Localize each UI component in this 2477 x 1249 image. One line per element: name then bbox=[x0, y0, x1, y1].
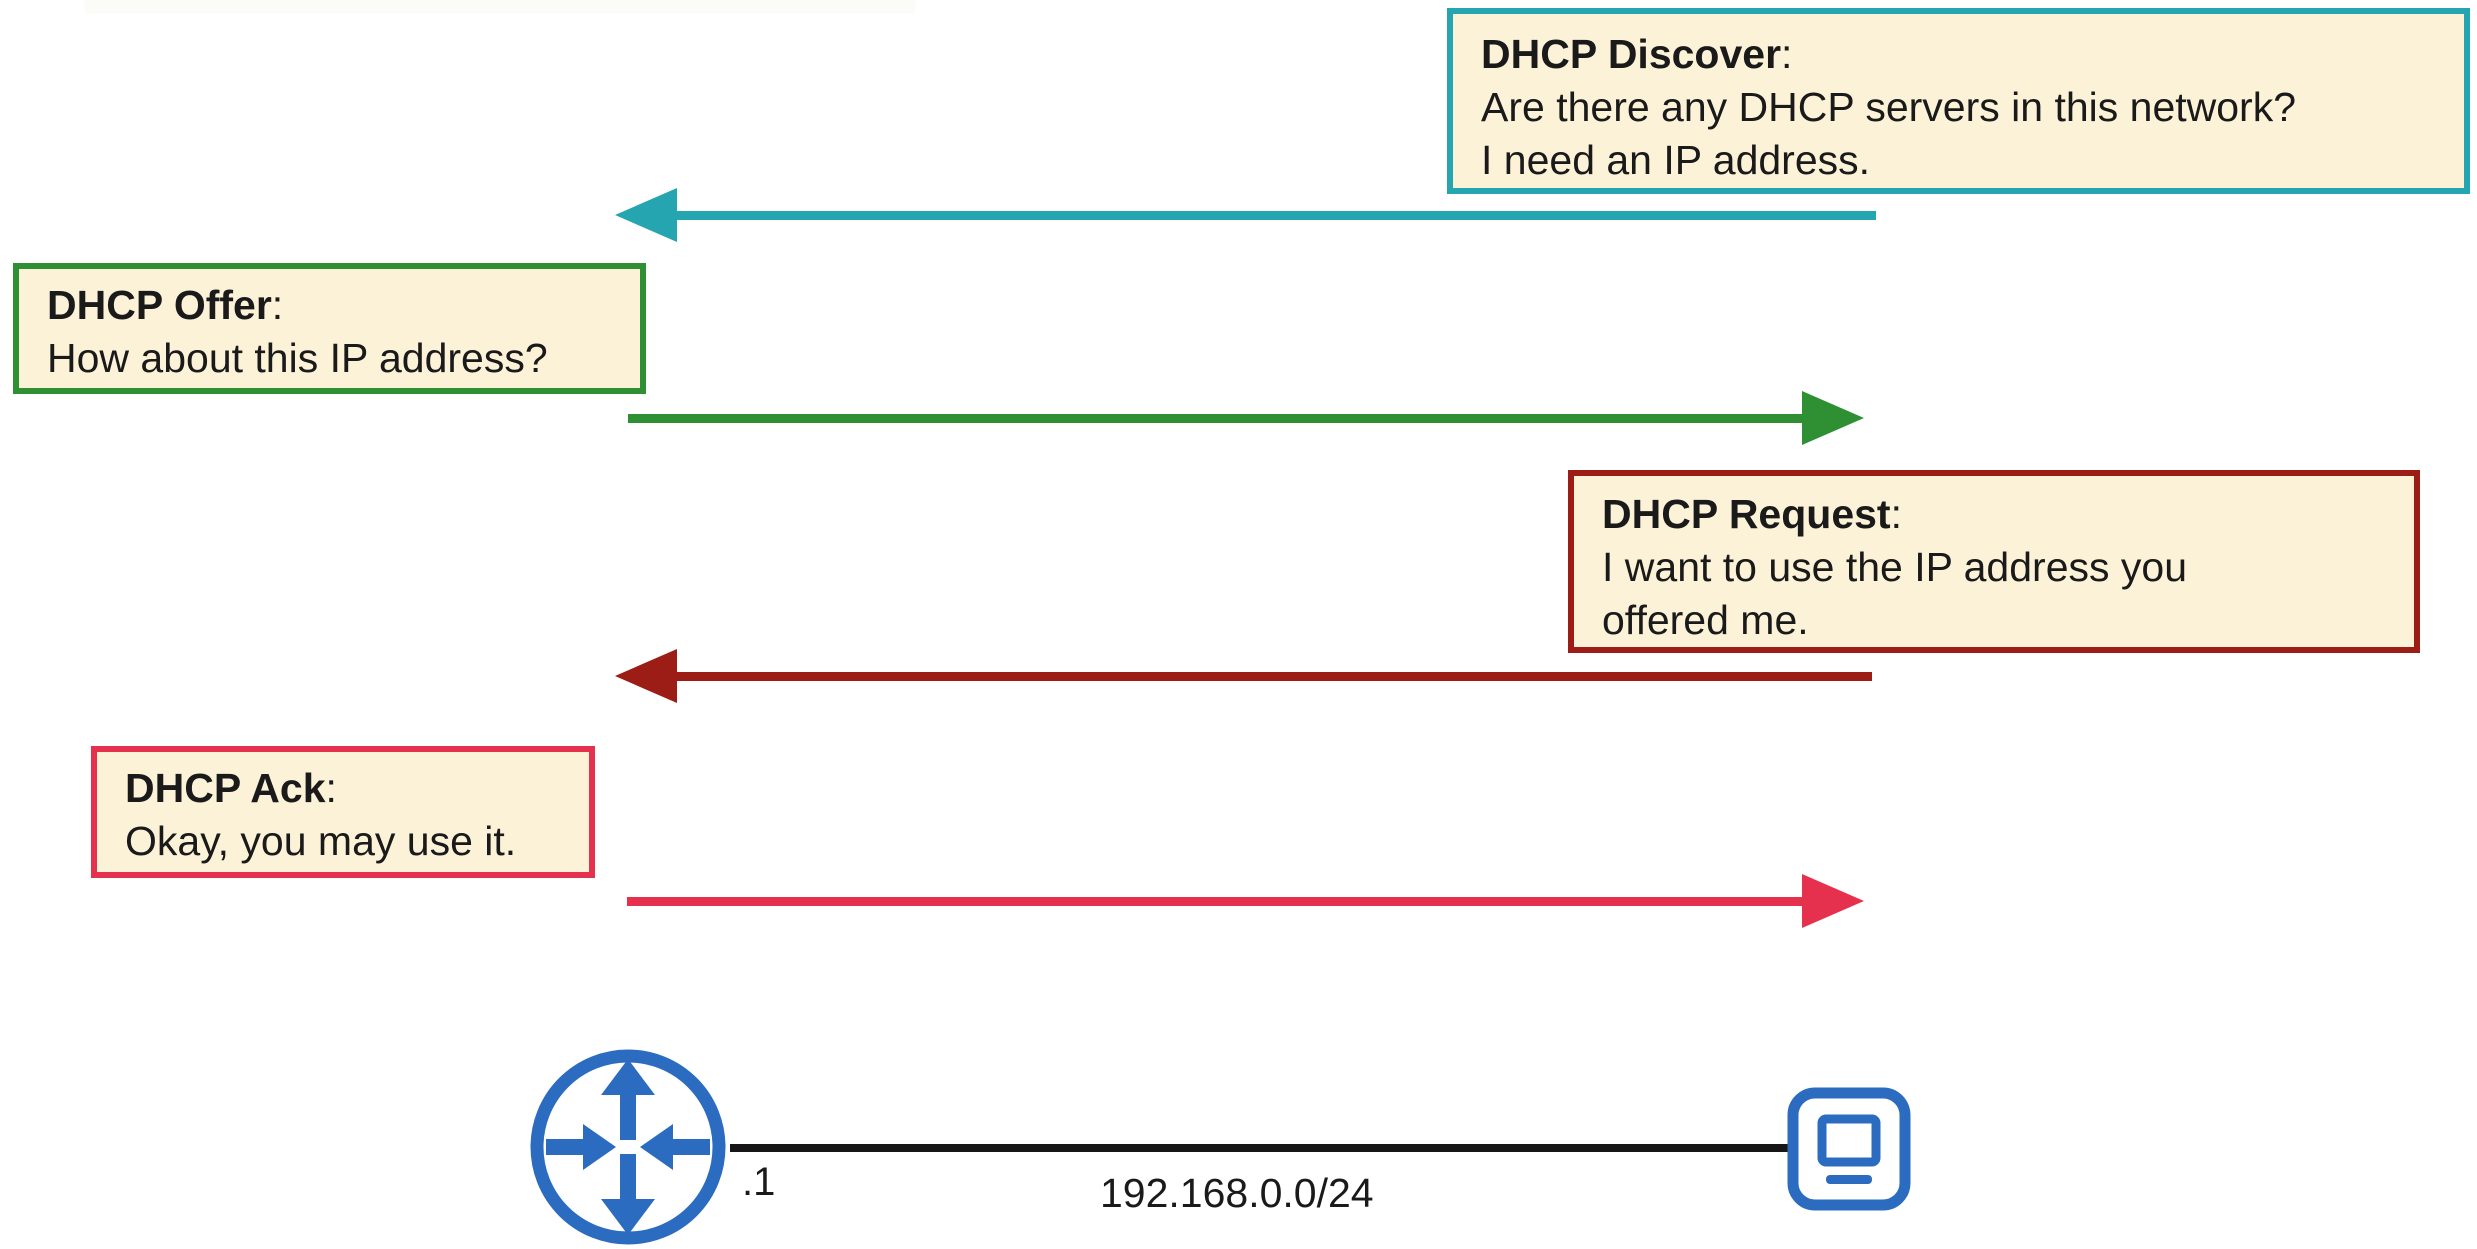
dhcp-ack-callout: DHCP Ack: Okay, you may use it. bbox=[91, 746, 595, 878]
callout-title: DHCP Discover: bbox=[1481, 28, 2464, 81]
colon: : bbox=[271, 282, 284, 328]
arrow-head-right-icon bbox=[1802, 391, 1864, 445]
dhcp-request-arrow bbox=[615, 649, 1872, 703]
dhcp-ack-arrow bbox=[627, 874, 1864, 928]
subnet-label: 192.168.0.0/24 bbox=[1100, 1170, 1374, 1216]
callout-text-line: offered me. bbox=[1602, 597, 1809, 643]
arrow-head-left-icon bbox=[615, 649, 677, 703]
arrow-shaft bbox=[628, 414, 1808, 423]
arrow-head-left-icon bbox=[615, 188, 677, 242]
computer-icon bbox=[1787, 1087, 1911, 1211]
dhcp-discover-arrow bbox=[615, 188, 1876, 242]
top-edge-artifact bbox=[85, 0, 915, 13]
dhcp-offer-arrow bbox=[628, 391, 1864, 445]
router-icon bbox=[530, 1049, 726, 1245]
callout-text-line: How about this IP address? bbox=[47, 335, 548, 381]
dhcp-offer-callout: DHCP Offer: How about this IP address? bbox=[13, 263, 646, 394]
network-link-line bbox=[730, 1144, 1790, 1152]
dhcp-request-title: DHCP Request bbox=[1602, 491, 1891, 537]
dhcp-offer-title: DHCP Offer bbox=[47, 282, 272, 328]
callout-text-line: Are there any DHCP servers in this netwo… bbox=[1481, 84, 2297, 130]
dhcp-discover-callout: DHCP Discover: Are there any DHCP server… bbox=[1447, 8, 2470, 194]
dhcp-discover-title: DHCP Discover bbox=[1481, 31, 1782, 77]
router-interface-label: .1 bbox=[742, 1160, 776, 1204]
colon: : bbox=[1890, 491, 1902, 537]
colon: : bbox=[325, 765, 337, 811]
callout-text-line: Okay, you may use it. bbox=[125, 818, 517, 864]
arrow-head-right-icon bbox=[1802, 874, 1864, 928]
colon: : bbox=[1781, 31, 1793, 77]
callout-text-line: I need an IP address. bbox=[1481, 137, 1871, 183]
callout-title: DHCP Offer: bbox=[47, 279, 640, 332]
dhcp-request-callout: DHCP Request: I want to use the IP addre… bbox=[1568, 470, 2420, 653]
dhcp-ack-title: DHCP Ack bbox=[125, 765, 326, 811]
arrow-shaft bbox=[627, 897, 1807, 906]
arrow-shaft bbox=[670, 672, 1872, 681]
arrow-shaft bbox=[670, 211, 1876, 220]
callout-title: DHCP Request: bbox=[1602, 488, 2414, 541]
callout-title: DHCP Ack: bbox=[125, 762, 589, 815]
callout-text-line: I want to use the IP address you bbox=[1602, 544, 2187, 590]
